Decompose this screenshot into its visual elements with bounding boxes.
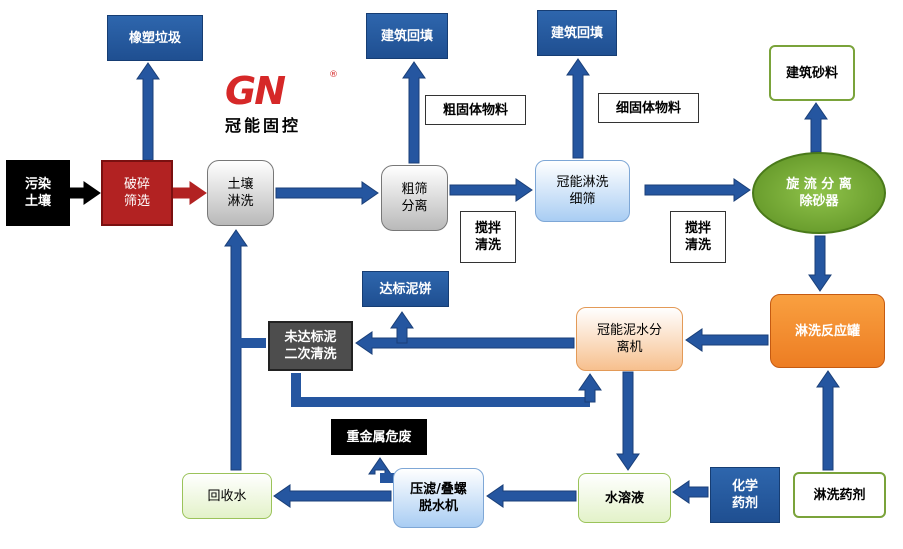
- arrow-cyclone-to-sand: [804, 102, 828, 153]
- arrow-fine-to-backfill2: [566, 58, 590, 159]
- mud-water-separator-line-2: 离机: [616, 340, 643, 355]
- heavy-metal-waste-label: 重金属危废: [346, 429, 412, 445]
- logo-mark: GN: [225, 69, 286, 113]
- arrow-recycled-to-washing: [224, 229, 248, 471]
- arrow-cyclone-to-reactor: [808, 235, 832, 292]
- building-backfill-2-label: 建筑回填: [550, 25, 603, 41]
- arrow-recycle-to-separator: [578, 373, 602, 403]
- arrow-fine-to-cyclone: [644, 178, 751, 202]
- coarse-separation-node: 粗筛 分离: [381, 165, 448, 231]
- crush-screen-node: 破碎 筛选: [101, 160, 173, 226]
- arrow-filter-to-recycled: [273, 484, 392, 508]
- noncompliant-mud-node: 未达标泥 二次清洗: [268, 321, 353, 371]
- registered-mark: ®: [329, 70, 338, 80]
- aqueous-solution-label: 水溶液: [604, 490, 644, 506]
- logo-company-name: 冠能固控: [225, 116, 302, 135]
- chemicals-line-2: 药剂: [731, 496, 758, 511]
- arrow-coarse-to-backfill1: [402, 61, 426, 164]
- fine-solids-text: 细固体物料: [615, 100, 681, 116]
- arrow-separator-to-solution: [616, 371, 640, 471]
- contaminated-soil-line-1: 污染: [24, 177, 51, 192]
- building-backfill-1-node: 建筑回填: [366, 13, 448, 59]
- crush-screen-line-2: 筛选: [123, 194, 150, 209]
- arrow-agent-to-reactor: [816, 370, 840, 471]
- compliant-cake-node: 达标泥饼: [362, 271, 449, 307]
- arrow-chemicals-to-solution: [672, 480, 709, 504]
- building-backfill-1-label: 建筑回填: [380, 28, 433, 44]
- building-backfill-2-node: 建筑回填: [537, 10, 617, 56]
- wash-agent-node: 淋洗药剂: [793, 472, 886, 518]
- recycled-water-node: 回收水: [182, 473, 272, 519]
- soil-washing-node: 土壤 淋洗: [207, 160, 274, 226]
- fine-wash-screen-line-1: 冠能淋洗: [556, 175, 609, 190]
- connector-mud-to-separator: [291, 373, 590, 407]
- wash-agent-label: 淋洗药剂: [813, 487, 866, 503]
- coarse-separation-line-2: 分离: [401, 199, 428, 214]
- fine-wash-screen-node: 冠能淋洗 细筛: [535, 160, 630, 222]
- chemicals-line-1: 化学: [731, 479, 758, 494]
- building-sand-node: 建筑砂料: [769, 45, 855, 101]
- arrow-to-heavy-metal: [368, 457, 392, 475]
- cyclone-desander-line-1: 旋 流 分 离: [786, 177, 852, 192]
- fine-solids-label: 细固体物料: [598, 93, 699, 123]
- chemicals-node: 化学 药剂: [710, 467, 780, 523]
- filter-press-line-1: 压滤/叠螺: [410, 482, 467, 497]
- coarse-separation-line-1: 粗筛: [401, 182, 428, 197]
- stir-wash-1-line-2: 清洗: [474, 238, 501, 253]
- aqueous-solution-node: 水溶液: [578, 473, 671, 523]
- contaminated-soil-node: 污染 土壤: [6, 160, 70, 226]
- guanneng-logo: GN ® 冠能固控: [225, 69, 355, 135]
- wash-reactor-node: 淋洗反应罐: [770, 294, 885, 368]
- recycled-water-label: 回收水: [207, 488, 247, 504]
- stir-wash-1-line-1: 搅拌: [474, 221, 501, 236]
- filter-press-node: 压滤/叠螺 脱水机: [393, 468, 484, 528]
- wash-reactor-label: 淋洗反应罐: [794, 323, 860, 339]
- crush-screen-line-1: 破碎: [123, 177, 150, 192]
- arrow-crush-to-rubber: [136, 62, 160, 161]
- cyclone-desander-line-2: 除砂器: [799, 194, 839, 209]
- arrow-washing-to-coarse: [275, 181, 379, 205]
- arrow-crush-to-washing: [172, 181, 207, 205]
- filter-press-line-2: 脱水机: [418, 499, 458, 514]
- arrow-soil-to-crush: [69, 181, 101, 205]
- stir-wash-2-line-1: 搅拌: [684, 221, 711, 236]
- stir-wash-1-label: 搅拌 清洗: [460, 211, 516, 263]
- noncompliant-mud-line-2: 二次清洗: [284, 347, 337, 362]
- stir-wash-2-label: 搅拌 清洗: [670, 211, 726, 263]
- noncompliant-mud-line-1: 未达标泥: [284, 330, 337, 345]
- heavy-metal-waste-node: 重金属危废: [331, 419, 427, 455]
- contaminated-soil-line-2: 土壤: [24, 194, 51, 209]
- arrow-to-compliant-cake: [390, 311, 414, 344]
- building-sand-label: 建筑砂料: [785, 65, 838, 81]
- arrow-solution-to-filter: [486, 484, 577, 508]
- mud-water-separator-line-1: 冠能泥水分: [596, 323, 662, 338]
- arrow-reactor-to-separator: [685, 328, 769, 352]
- coarse-solids-text: 粗固体物料: [442, 102, 508, 118]
- cyclone-desander-node: 旋 流 分 离 除砂器: [752, 152, 886, 234]
- compliant-cake-label: 达标泥饼: [379, 281, 432, 297]
- soil-washing-line-2: 淋洗: [227, 194, 254, 209]
- soil-washing-line-1: 土壤: [227, 177, 254, 192]
- arrow-separator-to-mud: [355, 331, 575, 355]
- mud-water-separator-node: 冠能泥水分 离机: [576, 307, 683, 371]
- rubber-plastic-waste-label: 橡塑垃圾: [128, 30, 181, 46]
- rubber-plastic-waste-node: 橡塑垃圾: [107, 15, 203, 61]
- arrow-coarse-to-fine: [449, 178, 533, 202]
- fine-wash-screen-line-2: 细筛: [569, 192, 596, 207]
- stir-wash-2-line-2: 清洗: [684, 238, 711, 253]
- coarse-solids-label: 粗固体物料: [425, 95, 526, 125]
